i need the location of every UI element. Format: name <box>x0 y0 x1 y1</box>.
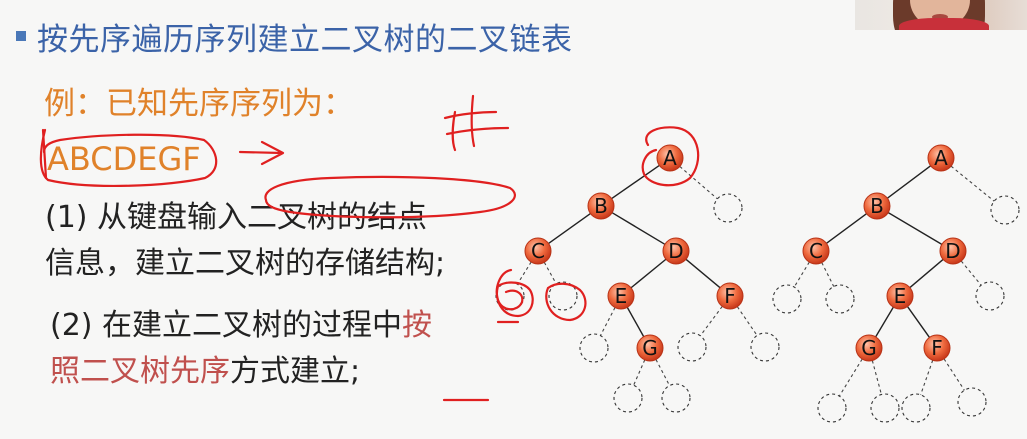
left-tree-null-node-7 <box>661 383 691 413</box>
tree-nodes: A B C D E F G A B C D E G F <box>524 144 967 362</box>
left-tree-node-label-6: G <box>642 336 658 360</box>
left-tree-edge-1 <box>548 212 591 245</box>
title-bullet <box>16 31 26 41</box>
right-tree-edge-4 <box>875 306 894 338</box>
tree-null-nodes <box>495 193 1020 423</box>
step-one-line-2: 信息，建立二叉树的存储结构; <box>45 246 446 281</box>
right-tree-null-edge-2 <box>821 262 835 287</box>
right-tree-null-edge-7 <box>943 358 965 391</box>
right-tree-edge-1 <box>826 213 867 244</box>
left-tree-edge-2 <box>611 212 666 245</box>
left-tree-null-node-0 <box>713 193 743 223</box>
left-tree-node-label-5: F <box>724 284 736 308</box>
left-tree-node-1 <box>587 192 615 220</box>
step-two: (2) 在建立二叉树的过程中按 照二叉树先序方式建立; <box>50 303 432 395</box>
webcam-shirt <box>899 18 989 30</box>
right-tree-node-label-2: C <box>809 239 823 263</box>
right-tree-node-3 <box>939 237 967 265</box>
slide-title: 按先序遍历序列建立二叉树的二叉链表 <box>37 22 573 58</box>
webcam-thumbnail <box>855 0 1027 30</box>
step-two-line-1: (2) 在建立二叉树的过程中按 <box>50 303 432 349</box>
left-tree-null-node-6 <box>613 383 643 413</box>
right-tree-null-node-1 <box>772 284 802 314</box>
left-tree-null-node-1 <box>495 281 525 311</box>
right-tree-node-label-5: G <box>861 336 877 360</box>
right-tree-null-edge-5 <box>871 360 882 395</box>
right-tree-null-node-4 <box>817 393 847 423</box>
right-tree-edge-3 <box>909 258 944 289</box>
right-tree-node-6 <box>923 334 951 362</box>
left-tree-node-label-1: B <box>594 194 608 218</box>
left-tree-null-edge-3 <box>599 307 616 336</box>
right-tree-null-node-7 <box>957 387 987 417</box>
left-tree-edge-5 <box>626 307 645 337</box>
step-two-highlight-a: 按 <box>402 308 433 343</box>
tree-edges <box>548 164 944 338</box>
left-tree-null-edge-5 <box>736 306 758 336</box>
left-tree-node-label-4: E <box>615 284 628 308</box>
left-tree-null-edge-4 <box>699 306 723 337</box>
right-tree-null-edge-3 <box>960 260 982 286</box>
right-tree-edge-5 <box>906 306 931 338</box>
right-tree-node-label-3: D <box>945 239 960 263</box>
left-tree-node-2 <box>524 237 552 265</box>
right-tree-node-label-1: B <box>870 194 884 218</box>
step-two-suffix: 方式建立; <box>230 354 361 389</box>
left-tree-null-node-2 <box>548 281 578 311</box>
right-tree-node-0 <box>927 144 955 172</box>
step-two-prefix: (2) 在建立二叉树的过程中 <box>50 308 403 343</box>
left-tree-edge-0 <box>611 164 660 200</box>
step-two-highlight-b: 照二叉树先序 <box>50 354 230 389</box>
left-tree-edge-4 <box>685 258 721 289</box>
right-tree-null-edge-1 <box>793 261 810 288</box>
webcam-mouth <box>932 14 948 20</box>
left-tree-null-edge-0 <box>679 166 718 200</box>
example-label: 例：已知先序序列为： <box>44 86 354 122</box>
right-tree-null-edge-4 <box>838 358 863 397</box>
right-tree-null-edge-6 <box>920 360 934 395</box>
right-tree-node-2 <box>802 237 830 265</box>
left-tree-null-node-4 <box>677 332 707 362</box>
left-tree-node-5 <box>716 282 744 310</box>
right-tree-null-node-0 <box>990 195 1020 225</box>
right-tree-edge-0 <box>886 165 932 199</box>
left-tree-node-4 <box>607 282 635 310</box>
right-tree-edge-2 <box>887 212 943 245</box>
left-tree-null-edge-6 <box>633 359 646 386</box>
tree-null-edges <box>516 165 995 397</box>
left-tree-null-edge-1 <box>516 261 532 285</box>
left-tree-node-label-2: C <box>531 239 545 263</box>
right-tree-null-node-2 <box>825 284 855 314</box>
right-tree-null-node-3 <box>975 281 1005 311</box>
right-tree-null-node-5 <box>870 393 900 423</box>
right-tree-node-1 <box>863 192 891 220</box>
left-tree-node-3 <box>662 237 690 265</box>
left-tree-node-label-3: D <box>668 239 683 263</box>
left-tree-edge-3 <box>630 258 667 289</box>
left-tree-null-node-5 <box>750 332 780 362</box>
right-tree-node-label-6: F <box>931 336 943 360</box>
right-tree-null-node-6 <box>901 393 931 423</box>
step-one: (1) 从键盘输入二叉树的结点 信息，建立二叉树的存储结构; <box>45 195 445 287</box>
left-tree-null-edge-2 <box>543 262 557 285</box>
right-tree-null-edge-0 <box>950 165 995 202</box>
left-tree-null-node-3 <box>579 333 609 363</box>
step-two-line-2: 照二叉树先序方式建立; <box>50 349 432 395</box>
left-tree-null-edge-7 <box>655 359 671 386</box>
right-tree-node-4 <box>886 282 914 310</box>
right-tree-node-5 <box>855 334 883 362</box>
left-tree-node-label-0: A <box>663 146 677 170</box>
left-tree-node-6 <box>636 334 664 362</box>
right-tree-node-label-0: A <box>934 146 948 170</box>
right-tree-node-label-4: E <box>894 284 907 308</box>
